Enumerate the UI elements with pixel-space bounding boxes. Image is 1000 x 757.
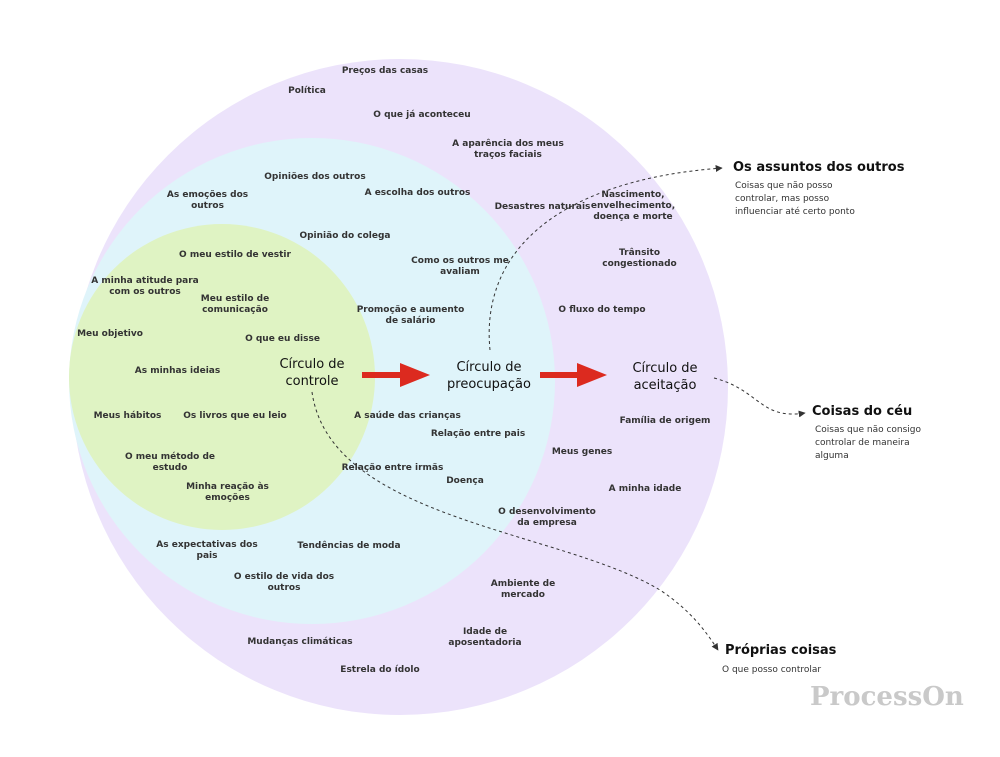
control-circle	[69, 224, 375, 530]
concern-item: Relação entre irmãs	[341, 463, 444, 473]
acceptance-item: Idade de aposentadoria	[448, 627, 522, 648]
concern-item: Promoção e aumento de salário	[356, 305, 465, 326]
arrow-control-to-concern	[362, 363, 430, 387]
heaven-things-title: Coisas do céu	[812, 404, 913, 419]
connector-own-things	[311, 391, 719, 651]
control-item: O meu estilo de vestir	[179, 250, 291, 260]
acceptance-item: A minha idade	[608, 484, 682, 494]
control-item: Minha reação às emoções	[186, 482, 269, 503]
concern-item: Doença	[446, 476, 484, 486]
own-things-title: Próprias coisas	[725, 643, 837, 658]
control-item: Meu estilo de comunicação	[200, 294, 270, 315]
control-item: O meu método de estudo	[124, 452, 216, 473]
concern-item: Opinião do colega	[299, 231, 391, 241]
acceptance-item: Trânsito congestionado	[602, 248, 677, 269]
control-item: As minhas ideias	[134, 366, 221, 376]
concern-item: A saúde das crianças	[354, 411, 461, 421]
concern-item: Como os outros me avaliam	[411, 256, 509, 277]
acceptance-item: Meus genes	[551, 447, 613, 457]
connector-others-affairs	[488, 164, 723, 351]
concern-item: As expectativas dos pais	[156, 540, 258, 561]
concern-circle-title: Círculo de preocupação	[447, 360, 531, 392]
watermark-logo: ProcessOn	[810, 682, 964, 712]
acceptance-item: O que já aconteceu	[373, 110, 471, 120]
acceptance-item: Preços das casas	[341, 66, 429, 76]
others-affairs-title: Os assuntos dos outros	[733, 160, 905, 175]
acceptance-item: Família de origem	[619, 416, 711, 426]
own-things-desc: O que posso controlar	[722, 665, 822, 675]
concern-item: Opiniões dos outros	[264, 172, 366, 182]
acceptance-item: Política	[288, 86, 326, 96]
concern-item: As emoções dos outros	[166, 190, 249, 211]
acceptance-item: Ambiente de mercado	[490, 579, 556, 600]
concern-item: Tendências de moda	[297, 541, 401, 551]
control-item: Meus hábitos	[93, 411, 162, 421]
others-affairs-desc: Coisas que não posso controlar, mas poss…	[735, 181, 855, 217]
connector-heaven-things	[713, 377, 806, 418]
acceptance-item: A aparência dos meus traços faciais	[452, 139, 564, 160]
control-item: Os livros que eu leio	[183, 411, 287, 421]
control-circle-title: Círculo de controle	[279, 357, 345, 389]
acceptance-circle-title: Círculo de aceitação	[632, 361, 698, 393]
arrow-concern-to-acceptance	[540, 363, 607, 387]
concern-item: Relação entre pais	[430, 429, 526, 439]
acceptance-item: Nascimento, envelhecimento, doença e mor…	[590, 190, 676, 222]
acceptance-item: O fluxo do tempo	[558, 305, 646, 315]
heaven-things-desc: Coisas que não consigo controlar de mane…	[815, 425, 922, 461]
concern-item: O estilo de vida dos outros	[233, 572, 335, 593]
acceptance-item: Desastres naturais	[494, 202, 591, 212]
acceptance-item: Estrela do ídolo	[340, 665, 420, 675]
control-item: O que eu disse	[245, 334, 320, 344]
acceptance-item: Mudanças climáticas	[247, 637, 353, 647]
control-item: A minha atitude para com os outros	[91, 276, 199, 297]
control-item: Meu objetivo	[77, 329, 143, 339]
acceptance-item: O desenvolvimento da empresa	[498, 507, 596, 528]
concern-item: A escolha dos outros	[364, 188, 471, 198]
